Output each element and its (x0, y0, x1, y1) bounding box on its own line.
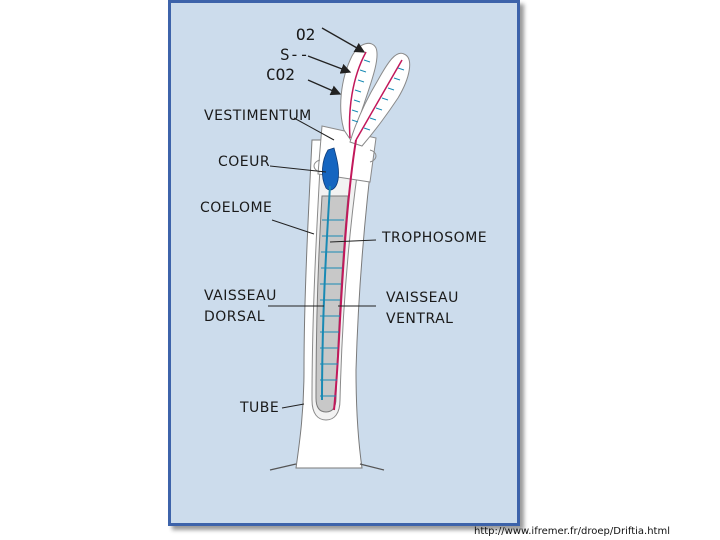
vestimentum-fold-right (369, 149, 377, 163)
label-vaisseau-ventral-line2: VENTRAL (386, 311, 453, 327)
label-s: S-- (280, 45, 309, 64)
o2-arrow (321, 27, 366, 53)
tube-base-right (359, 463, 385, 471)
plume-vessel-left (348, 51, 367, 139)
source-url: http://www.ifremer.fr/droep/Driftia.html (474, 526, 670, 537)
label-coeur: COEUR (218, 154, 270, 170)
leader-trophosome (329, 239, 377, 243)
label-o2: O2 (296, 25, 315, 44)
leader-vestimentum (293, 117, 335, 141)
label-coelome: COELOME (200, 200, 272, 216)
label-vestimentum: VESTIMENTUM (204, 108, 312, 124)
leader-coelome (271, 219, 315, 235)
label-trophosome: TROPHOSOME (381, 230, 487, 246)
co2-arrow (307, 79, 342, 96)
dorsal-vessel (321, 185, 331, 401)
leader-tube (281, 403, 305, 409)
leader-coeur (269, 165, 327, 173)
trophosome-capillaries (320, 219, 344, 397)
label-vaisseau-ventral-line1: VAISSEAU (386, 290, 459, 306)
ventral-vessel (333, 139, 357, 411)
tube-base-left (269, 463, 297, 471)
label-vaisseau-dorsal-line1: VAISSEAU (204, 288, 277, 304)
plume-filaments (351, 59, 405, 131)
label-tube: TUBE (239, 400, 279, 416)
plume-vessel-right (355, 59, 403, 141)
heart (322, 147, 339, 191)
s-arrow (307, 55, 352, 74)
label-co2: CO2 (266, 65, 295, 84)
label-vaisseau-dorsal-line2: DORSAL (204, 309, 265, 325)
